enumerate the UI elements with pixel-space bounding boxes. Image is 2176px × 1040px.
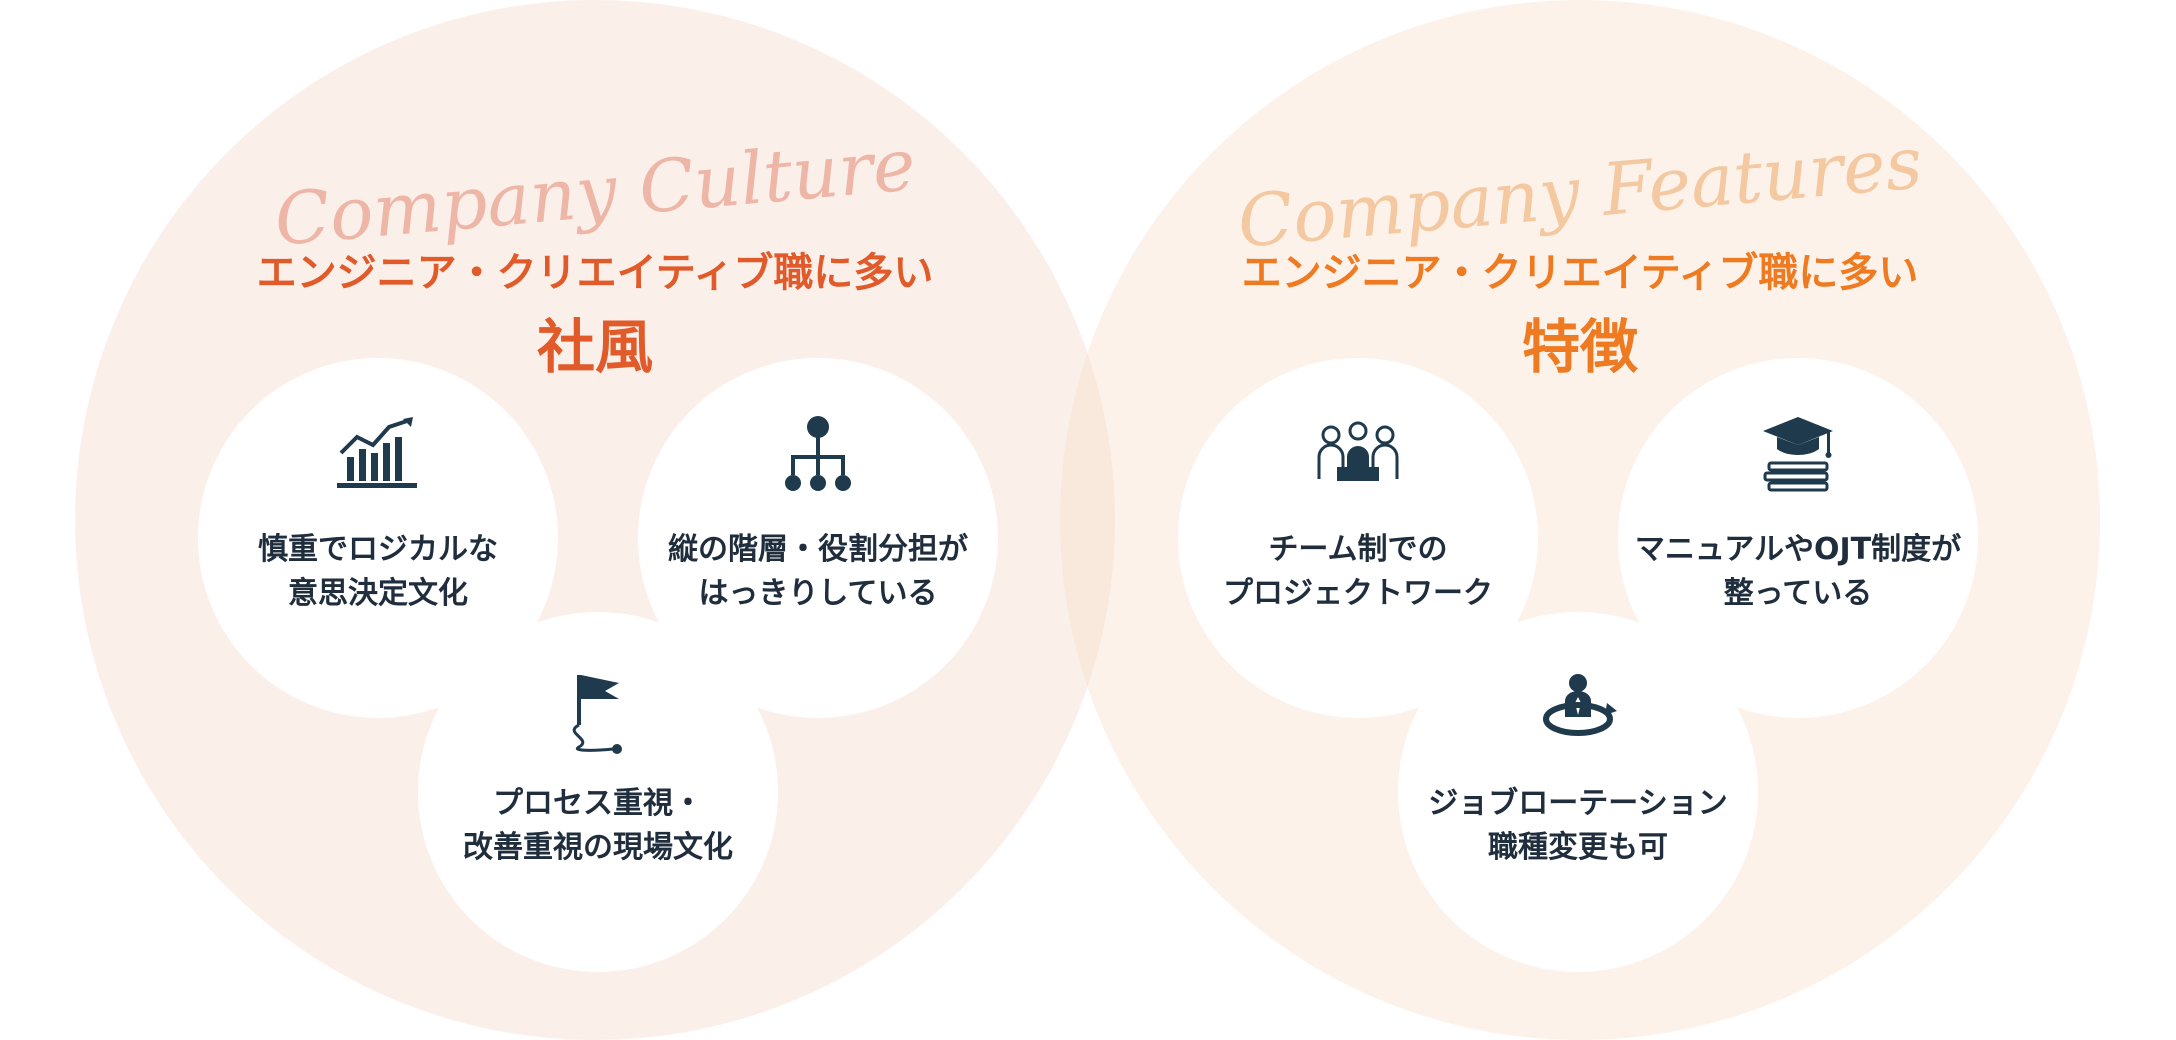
features-card-job-rotation: ジョブローテーション 職種変更も可 bbox=[1398, 612, 1758, 972]
card-text-line1: ジョブローテーション bbox=[1428, 786, 1728, 821]
card-text-line1: 慎重でロジカルな bbox=[258, 532, 498, 567]
job-rotation-icon bbox=[1533, 667, 1623, 757]
card-text-line2: プロジェクトワーク bbox=[1223, 576, 1493, 611]
card-text-line2: 改善重視の現場文化 bbox=[463, 830, 733, 865]
card-text-line2: 職種変更も可 bbox=[1488, 830, 1668, 865]
features-card-manual-ojt: マニュアルやOJT制度が 整っている bbox=[1618, 358, 1978, 718]
features-title: 特徴 bbox=[1521, 313, 1638, 381]
card-text-line1: マニュアルやOJT制度が bbox=[1634, 532, 1962, 567]
card-text-line1: チーム制での bbox=[1268, 532, 1448, 567]
org-chart-icon bbox=[773, 413, 863, 503]
card-text-line2: 意思決定文化 bbox=[288, 576, 468, 611]
card-text-line2: はっきりしている bbox=[698, 576, 938, 611]
goal-flag-icon bbox=[553, 667, 643, 757]
graduation-books-icon bbox=[1753, 413, 1843, 503]
card-text-line1: プロセス重視・ bbox=[493, 786, 703, 821]
card-text-line2: 整っている bbox=[1723, 576, 1873, 611]
card-text-line1: 縦の階層・役割分担が bbox=[668, 532, 968, 567]
culture-title: 社風 bbox=[536, 313, 653, 381]
team-meeting-icon bbox=[1313, 413, 1403, 503]
culture-card-process-improvement: プロセス重視・ 改善重視の現場文化 bbox=[418, 612, 778, 972]
features-subtitle: エンジニア・クリエイティブ職に多い bbox=[1241, 250, 1919, 296]
culture-subtitle: エンジニア・クリエイティブ職に多い bbox=[256, 250, 934, 296]
bar-chart-icon bbox=[333, 413, 423, 503]
